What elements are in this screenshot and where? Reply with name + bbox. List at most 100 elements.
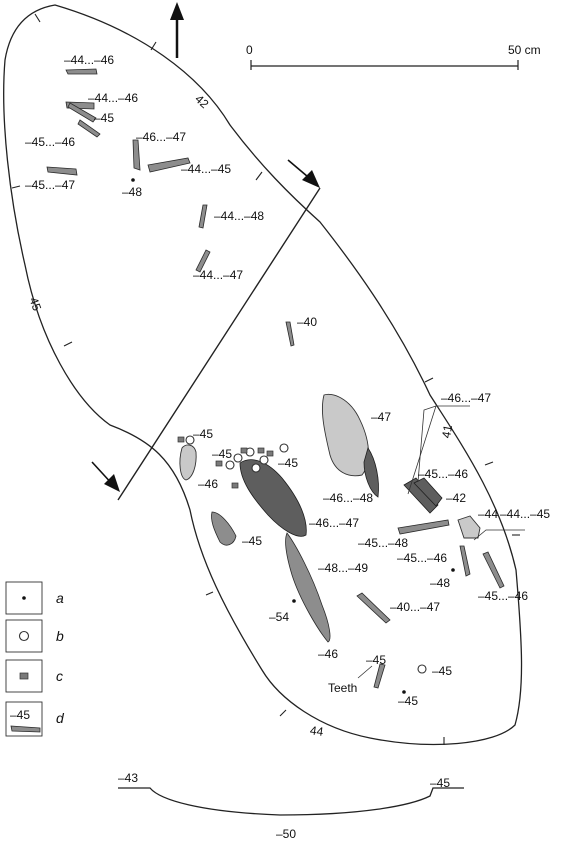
depth-label: –44...–47: [193, 268, 243, 282]
artifact: [195, 249, 211, 273]
artifact: [65, 68, 98, 75]
artifact-core: [321, 393, 369, 477]
point-a: [451, 568, 455, 572]
pigment-marker: [177, 436, 185, 443]
point-a: [292, 599, 296, 603]
depth-label: –45...–46: [418, 467, 468, 481]
contour-label-44: 44: [309, 723, 324, 739]
artifact: [397, 519, 450, 535]
depth-label: –40...–47: [390, 600, 440, 614]
depth-label: –40: [297, 315, 317, 329]
depth-label: –46: [198, 477, 218, 491]
depth-label: –46...–48: [323, 491, 373, 505]
contour-ticks: [11, 13, 520, 745]
artifact: [363, 447, 379, 498]
artifact: [132, 139, 141, 171]
depth-label: –54: [269, 610, 289, 624]
contour-label-42: 42: [192, 92, 212, 112]
depth-labels-upper: –44...–46 –44...–46 –45 –45...–46 –46...…: [25, 53, 264, 282]
depth-label: –42: [446, 491, 466, 505]
depth-label: –48: [122, 185, 142, 199]
artifact-blade: [285, 532, 331, 643]
scale-start-label: 0: [246, 43, 253, 57]
ochre-marker: [279, 443, 289, 453]
pigment-marker: [257, 447, 265, 454]
depth-label: –46...–47: [309, 516, 359, 530]
section-label-right: –45: [430, 776, 450, 790]
ochre-marker: [417, 664, 427, 674]
pigment-marker: [231, 482, 239, 489]
depth-label: –46: [318, 647, 338, 661]
depth-label: –46...–47: [441, 391, 491, 405]
section-profile: –43 –45 –50: [118, 771, 464, 841]
teeth-label: Teeth: [328, 681, 357, 695]
depth-label: –45: [432, 664, 452, 678]
legend-sample-depth: –45: [10, 708, 30, 722]
artifact: [77, 119, 101, 138]
section-label-left: –43: [118, 771, 138, 785]
pigment-marker: [266, 450, 274, 457]
legend-key-d: d: [56, 710, 65, 726]
artifact: [413, 477, 443, 507]
artifact-blade: [239, 459, 307, 537]
artifacts-upper: [46, 68, 211, 273]
depth-label: –48: [430, 576, 450, 590]
artifact: [198, 204, 208, 229]
depth-label: –45: [366, 653, 386, 667]
artifact: [179, 444, 197, 481]
pigment-marker: [240, 447, 248, 454]
depth-label: –47: [371, 410, 391, 424]
artifact: [211, 511, 237, 546]
depth-label: –44...–46: [64, 53, 114, 67]
depth-label: –45...–46: [25, 135, 75, 149]
pigment-marker: [215, 460, 223, 467]
artifacts-lower: [177, 321, 505, 694]
artifact: [147, 157, 191, 173]
legend: a b c –45 d: [5, 581, 65, 737]
depth-label: –48...–49: [318, 561, 368, 575]
artifact: [457, 515, 481, 539]
depth-label: –45: [212, 447, 232, 461]
section-line: [91, 159, 321, 501]
pit-outline: [3, 4, 523, 746]
artifact: [67, 102, 97, 123]
depth-label: –45: [193, 427, 213, 441]
north-arrow-icon: [170, 2, 184, 58]
artifact: [285, 321, 295, 347]
leader-lines: [357, 405, 525, 679]
legend-key-c: c: [56, 668, 63, 684]
point-a: [402, 690, 406, 694]
depth-labels-lower: –40 –47 –46...–47 –45 –45 –45 –46 –46...…: [193, 315, 550, 708]
section-label-bottom: –50: [276, 827, 296, 841]
depth-label: –44: [478, 507, 498, 521]
ochre-marker: [259, 455, 269, 465]
artifact: [482, 551, 505, 589]
scale-end-label: 50 cm: [508, 43, 541, 57]
depth-label: –45...–47: [25, 178, 75, 192]
depth-label: –44...–45: [500, 507, 550, 521]
depth-label: –46...–47: [136, 130, 186, 144]
contour-label-45: 45: [26, 295, 44, 313]
artifact: [356, 592, 391, 624]
legend-key-b: b: [56, 628, 64, 644]
depth-label: –44...–48: [214, 209, 264, 223]
artifact: [46, 166, 78, 176]
artifact: [373, 663, 386, 689]
depth-label: –45: [278, 456, 298, 470]
depth-label: –45: [398, 694, 418, 708]
ochre-marker: [225, 460, 235, 470]
ochre-marker: [233, 453, 243, 463]
depth-label: –45...–46: [397, 551, 447, 565]
depth-label: –45...–48: [358, 536, 408, 550]
ochre-marker: [185, 435, 195, 445]
depth-label: –45...–46: [478, 589, 528, 603]
depth-label: –45: [242, 534, 262, 548]
point-a: [131, 178, 135, 182]
legend-key-a: a: [56, 590, 64, 606]
depth-label: –45: [94, 111, 114, 125]
ochre-marker: [251, 463, 261, 473]
depth-label: –44...–46: [88, 91, 138, 105]
contour-label-41: 41: [439, 423, 455, 439]
scale-bar: 0 50 cm: [246, 43, 541, 70]
